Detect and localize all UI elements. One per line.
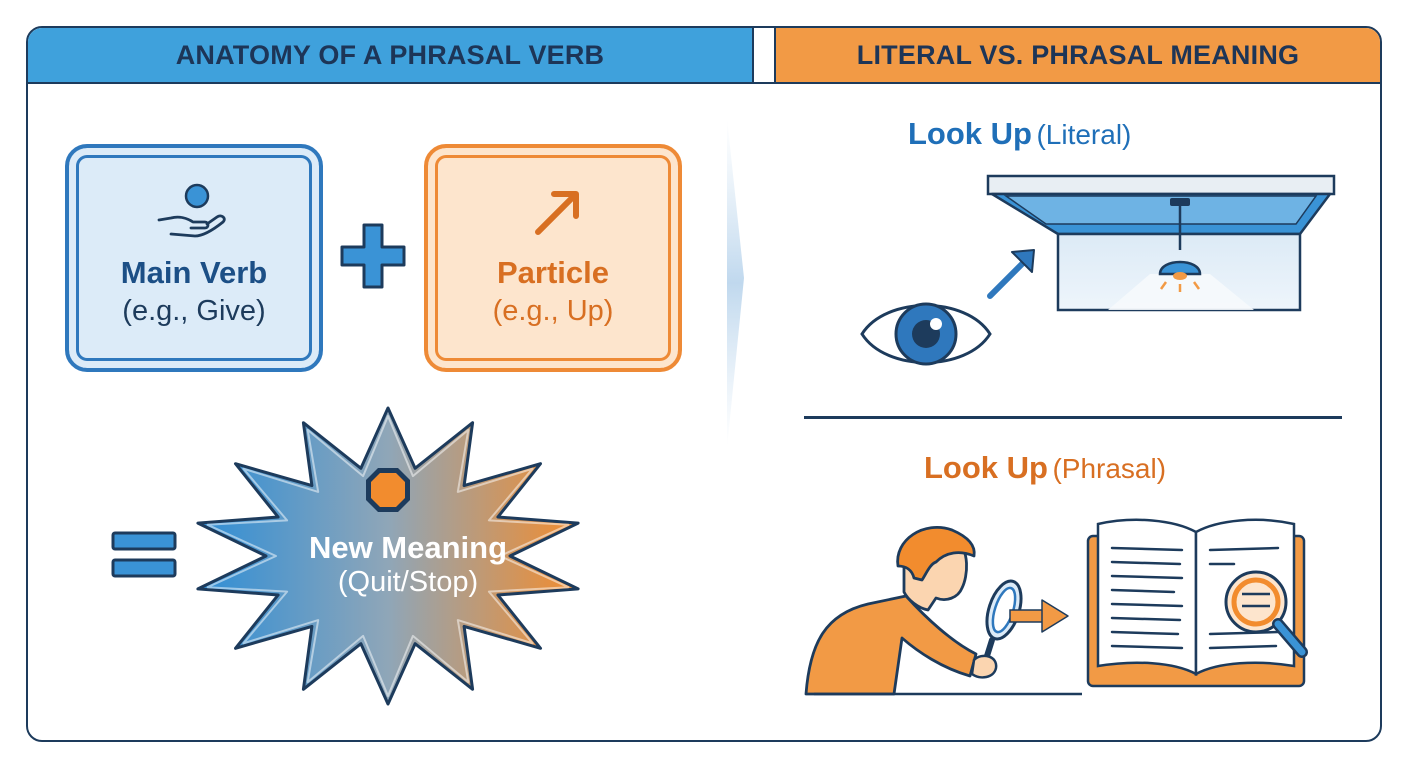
magnifier-person-icon xyxy=(804,526,1082,696)
literal-qualifier: (Literal) xyxy=(1036,119,1132,150)
literal-heading: Look Up (Literal) xyxy=(908,116,1131,152)
hand-person-icon xyxy=(157,183,226,238)
main-verb-example: (e.g., Give) xyxy=(122,295,266,327)
ceiling-lamp-icon xyxy=(986,174,1336,312)
main-verb-title: Main Verb xyxy=(120,255,268,290)
particle-card: Particle (e.g., Up) xyxy=(424,144,682,372)
section-divider xyxy=(727,118,744,448)
header-divider xyxy=(752,28,776,84)
eye-up-arrow-icon xyxy=(987,249,1035,299)
header-anatomy: ANATOMY OF A PHRASAL VERB xyxy=(28,28,752,84)
section-separator xyxy=(804,416,1342,419)
open-book-icon xyxy=(1086,518,1308,688)
main-verb-card: Main Verb (e.g., Give) xyxy=(65,144,323,372)
particle-title: Particle xyxy=(496,255,609,290)
infographic-frame: ANATOMY OF A PHRASAL VERB LITERAL VS. PH… xyxy=(26,26,1382,742)
new-meaning-label: New Meaning (Quit/Stop) xyxy=(188,530,628,599)
phrasal-qualifier: (Phrasal) xyxy=(1052,453,1167,484)
literal-phrase: Look Up xyxy=(908,116,1032,151)
phrasal-heading: Look Up (Phrasal) xyxy=(924,450,1166,486)
particle-example: (e.g., Up) xyxy=(492,295,614,327)
to-book-arrow-icon xyxy=(1009,599,1069,633)
new-meaning-starburst xyxy=(196,406,580,706)
new-meaning-example: (Quit/Stop) xyxy=(337,566,479,598)
eye-icon xyxy=(860,302,992,366)
plus-icon xyxy=(340,223,406,289)
phrasal-phrase: Look Up xyxy=(924,450,1048,485)
equals-icon xyxy=(111,531,177,578)
header-literal-vs-phrasal: LITERAL VS. PHRASAL MEANING xyxy=(776,28,1380,84)
stop-octagon-icon xyxy=(366,468,410,512)
new-meaning-title: New Meaning xyxy=(308,530,508,565)
up-right-arrow-icon xyxy=(535,191,579,235)
